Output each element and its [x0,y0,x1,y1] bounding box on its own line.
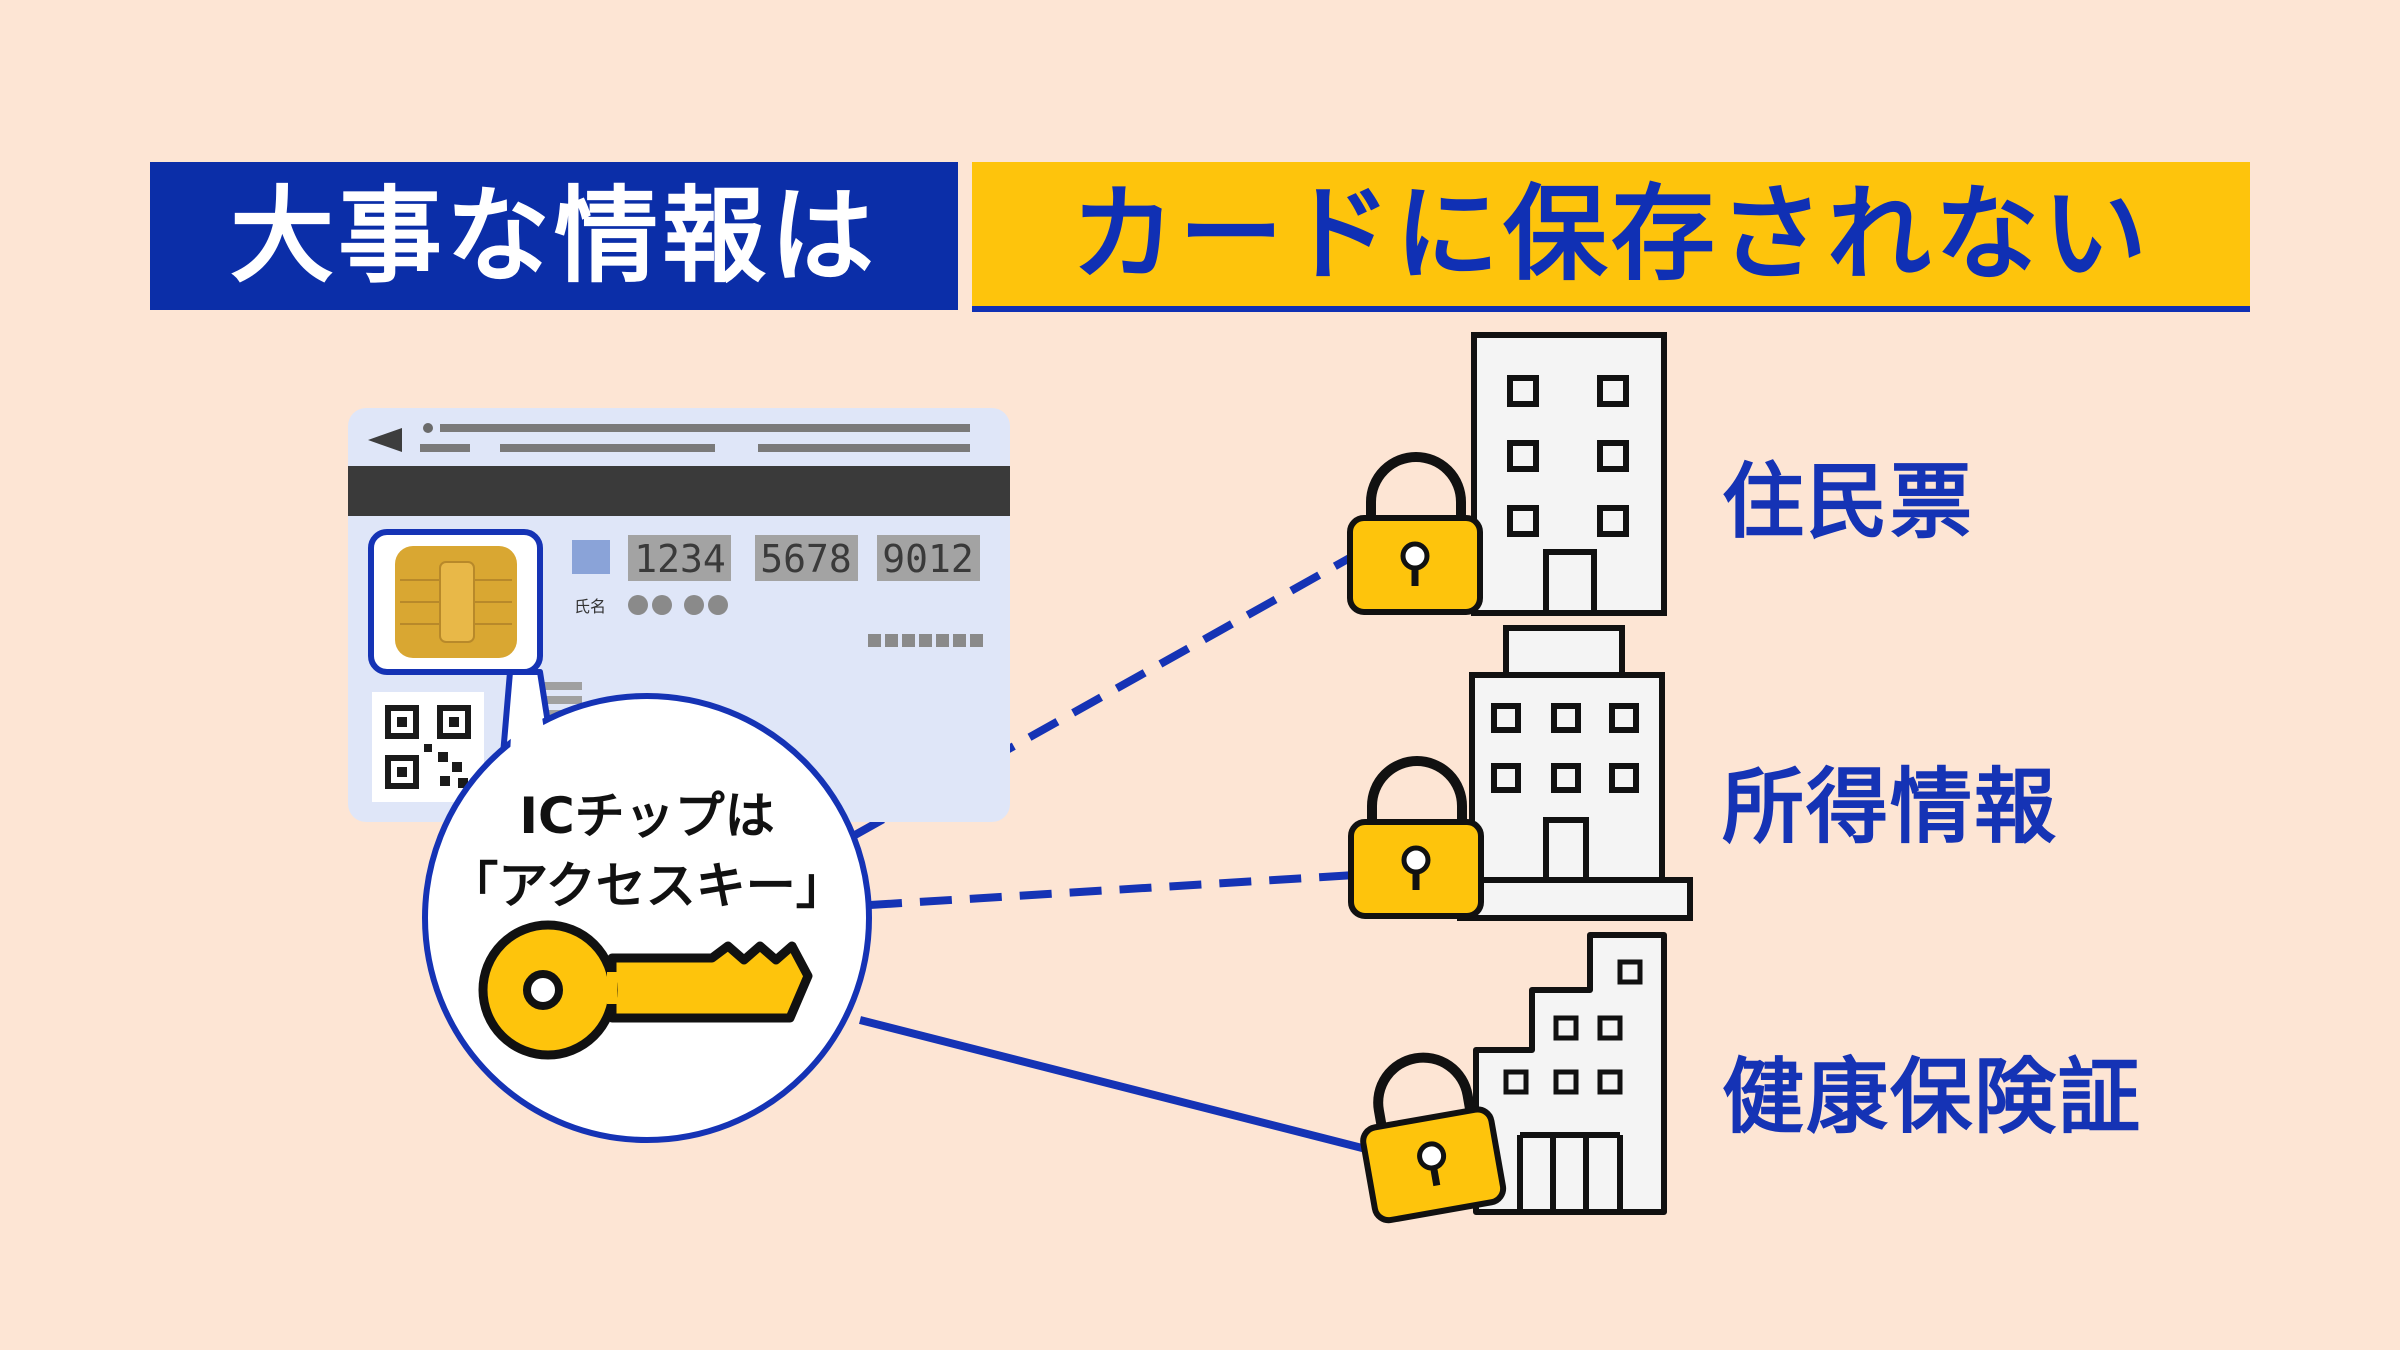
label-income-info: 所得情報 [1722,760,2059,855]
card-name-label: 氏名 [574,597,606,616]
bubble-text-line2: 「アクセスキー」 [448,857,846,915]
card-number-2: 5678 [760,537,852,581]
key-icon [478,920,813,1060]
connector-income-info [869,871,1356,909]
connector-resident-record [853,551,1357,839]
building-city-hall-icon [1471,332,1667,616]
card-number-3: 9012 [882,537,974,581]
building-tax-office-icon [1457,625,1693,921]
card-number-1: 1234 [634,537,726,581]
bubble-text-line1: ICチップは [519,787,775,845]
padlock-icon-2 [1348,756,1484,919]
label-health-insurance: 健康保険証 [1722,1050,2143,1145]
connector-lines [853,551,1371,1154]
title-right: カードに保存されない [972,162,2250,312]
building-hospital-icon [1473,932,1667,1215]
title-left: 大事な情報は [150,162,958,310]
label-resident-record: 住民票 [1722,455,1975,550]
card-arrow-icon [368,428,402,452]
connector-health-insurance [859,1016,1371,1154]
ic-chip-icon [395,546,517,658]
padlock-icon-3 [1360,1052,1507,1224]
qr-code-icon [372,692,484,802]
padlock-icon-1 [1347,452,1483,615]
